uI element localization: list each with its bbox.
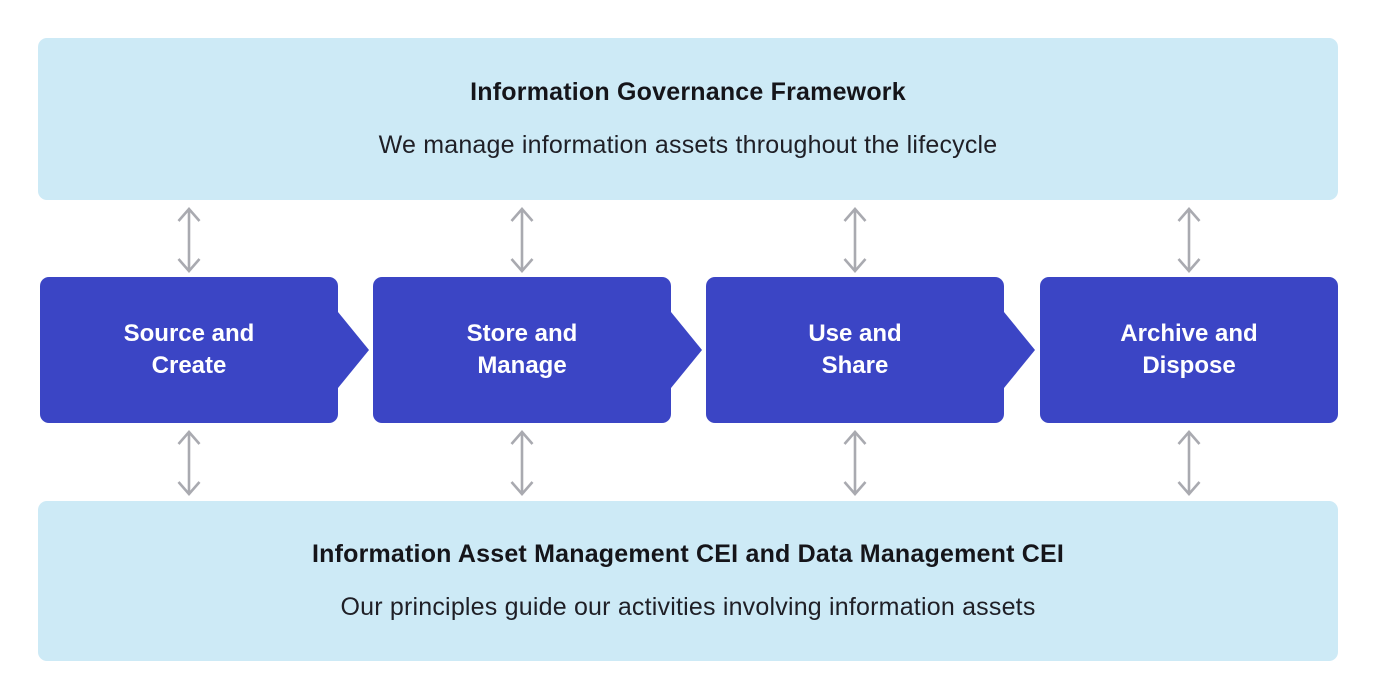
stage-archive-and-dispose: Archive and Dispose (1040, 277, 1338, 423)
stage-label-line2: Dispose (1142, 352, 1236, 379)
stage-label-line2: Manage (477, 352, 567, 379)
bidirectional-arrow-icon (508, 205, 536, 275)
stage-label-line1: Use and (808, 319, 902, 347)
stage-label-line2: Create (151, 352, 227, 379)
stage-label-line1: Store and (466, 319, 578, 347)
principles-banner-title: Information Asset Management CEI and Dat… (311, 539, 1065, 568)
stage-label-line1: Archive and (1120, 319, 1258, 347)
stage-source-and-create: Source and Create (40, 277, 369, 423)
bidirectional-arrow-icon (175, 428, 203, 498)
stage-use-and-share: Use and Share (706, 277, 1035, 423)
right-chevron-pointer-icon (338, 312, 369, 388)
bidirectional-arrow-icon (1175, 205, 1203, 275)
bidirectional-arrow-icon (508, 428, 536, 498)
stage-label-line2: Share (821, 352, 889, 379)
right-chevron-pointer-icon (671, 312, 702, 388)
governance-framework-subtitle: We manage information assets throughout … (378, 131, 998, 159)
stage-label-line1: Source and (123, 319, 255, 347)
right-chevron-pointer-icon (1004, 312, 1035, 388)
bidirectional-arrow-icon (841, 205, 869, 275)
principles-banner: Information Asset Management CEI and Dat… (38, 501, 1338, 661)
principles-banner-subtitle: Our principles guide our activities invo… (340, 593, 1036, 621)
bidirectional-arrow-icon (1175, 428, 1203, 498)
stage-store-and-manage: Store and Manage (373, 277, 702, 423)
governance-framework-title: Information Governance Framework (470, 77, 906, 106)
bidirectional-arrow-icon (175, 205, 203, 275)
governance-framework-banner: Information Governance Framework We mana… (38, 38, 1338, 200)
bidirectional-arrow-icon (841, 428, 869, 498)
